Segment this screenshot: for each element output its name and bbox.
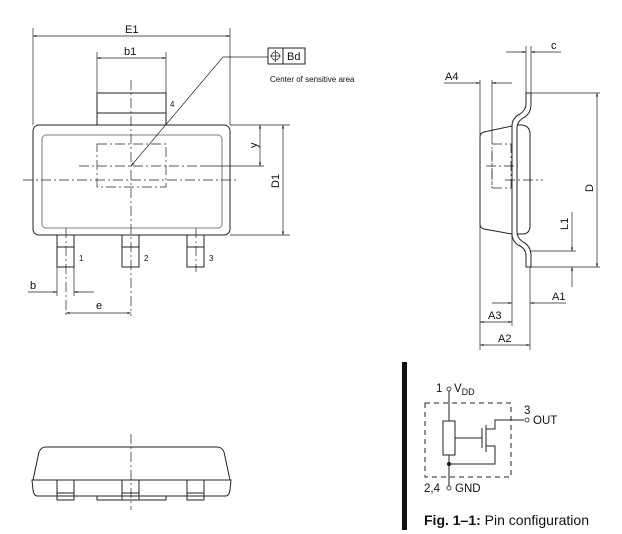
pin3-name: OUT <box>533 415 557 427</box>
dim-c-label: c <box>551 40 557 52</box>
caption-prefix: Fig. 1–1: <box>424 512 481 528</box>
lead-pin1 <box>56 234 75 268</box>
hall-element <box>442 420 456 456</box>
pin1-name: V <box>454 383 462 395</box>
pin1-subscript: DD <box>462 387 475 397</box>
sensitive-area-note: Center of sensitive area <box>270 75 355 84</box>
ic-boundary <box>424 402 512 478</box>
dim-e-label: e <box>96 300 102 312</box>
pin1-label: 1 <box>79 254 84 263</box>
caption-text: Pin configuration <box>481 512 589 528</box>
lead-pin3 <box>186 234 205 268</box>
pin1-number: 1 <box>436 383 442 395</box>
dim-a3-label: A3 <box>488 310 501 322</box>
top-view: E1 b1 4 Bd Center of sensitive area D1 y <box>23 24 355 316</box>
pin24-name: GND <box>455 483 481 495</box>
tolerance-ref: Bd <box>287 51 300 63</box>
dim-l1-label: L1 <box>559 218 571 230</box>
dim-y-label: y <box>248 142 260 148</box>
lead-pin2 <box>121 234 140 268</box>
dim-b1-label: b1 <box>124 46 136 58</box>
dim-e1-label: E1 <box>125 24 138 36</box>
side-view: c A4 D L1 A1 A3 A2 <box>444 40 600 350</box>
pin-configuration: 1 VDD 3 OUT 2,4 GND Fig. 1–1: Pin config… <box>402 362 589 530</box>
position-icon <box>270 50 281 62</box>
pin2-label: 2 <box>144 254 149 263</box>
dim-d-label: D <box>584 184 596 192</box>
tolerance-frame <box>267 47 306 65</box>
caption-bar <box>402 362 407 530</box>
pin1-terminal <box>446 386 452 392</box>
dim-b-label: b <box>30 280 36 292</box>
pin3-label: 3 <box>209 254 214 263</box>
pin3-terminal <box>524 417 530 423</box>
dim-a2-label: A2 <box>498 333 511 345</box>
dim-a4-label: A4 <box>445 71 458 83</box>
dim-d1-label: D1 <box>270 174 282 188</box>
front-view <box>31 434 232 510</box>
tab-pin4 <box>96 92 167 126</box>
dim-a1-label: A1 <box>552 291 565 303</box>
svg-text:VDD: VDD <box>454 383 475 397</box>
pin4-label: 4 <box>170 100 175 109</box>
gnd-terminal <box>446 485 452 491</box>
pin24-number: 2,4 <box>424 483 441 495</box>
svg-text:Fig. 1–1: Pin configuration: Fig. 1–1: Pin configuration <box>424 512 589 528</box>
sensitive-area <box>96 143 167 188</box>
pin3-number: 3 <box>524 405 530 417</box>
